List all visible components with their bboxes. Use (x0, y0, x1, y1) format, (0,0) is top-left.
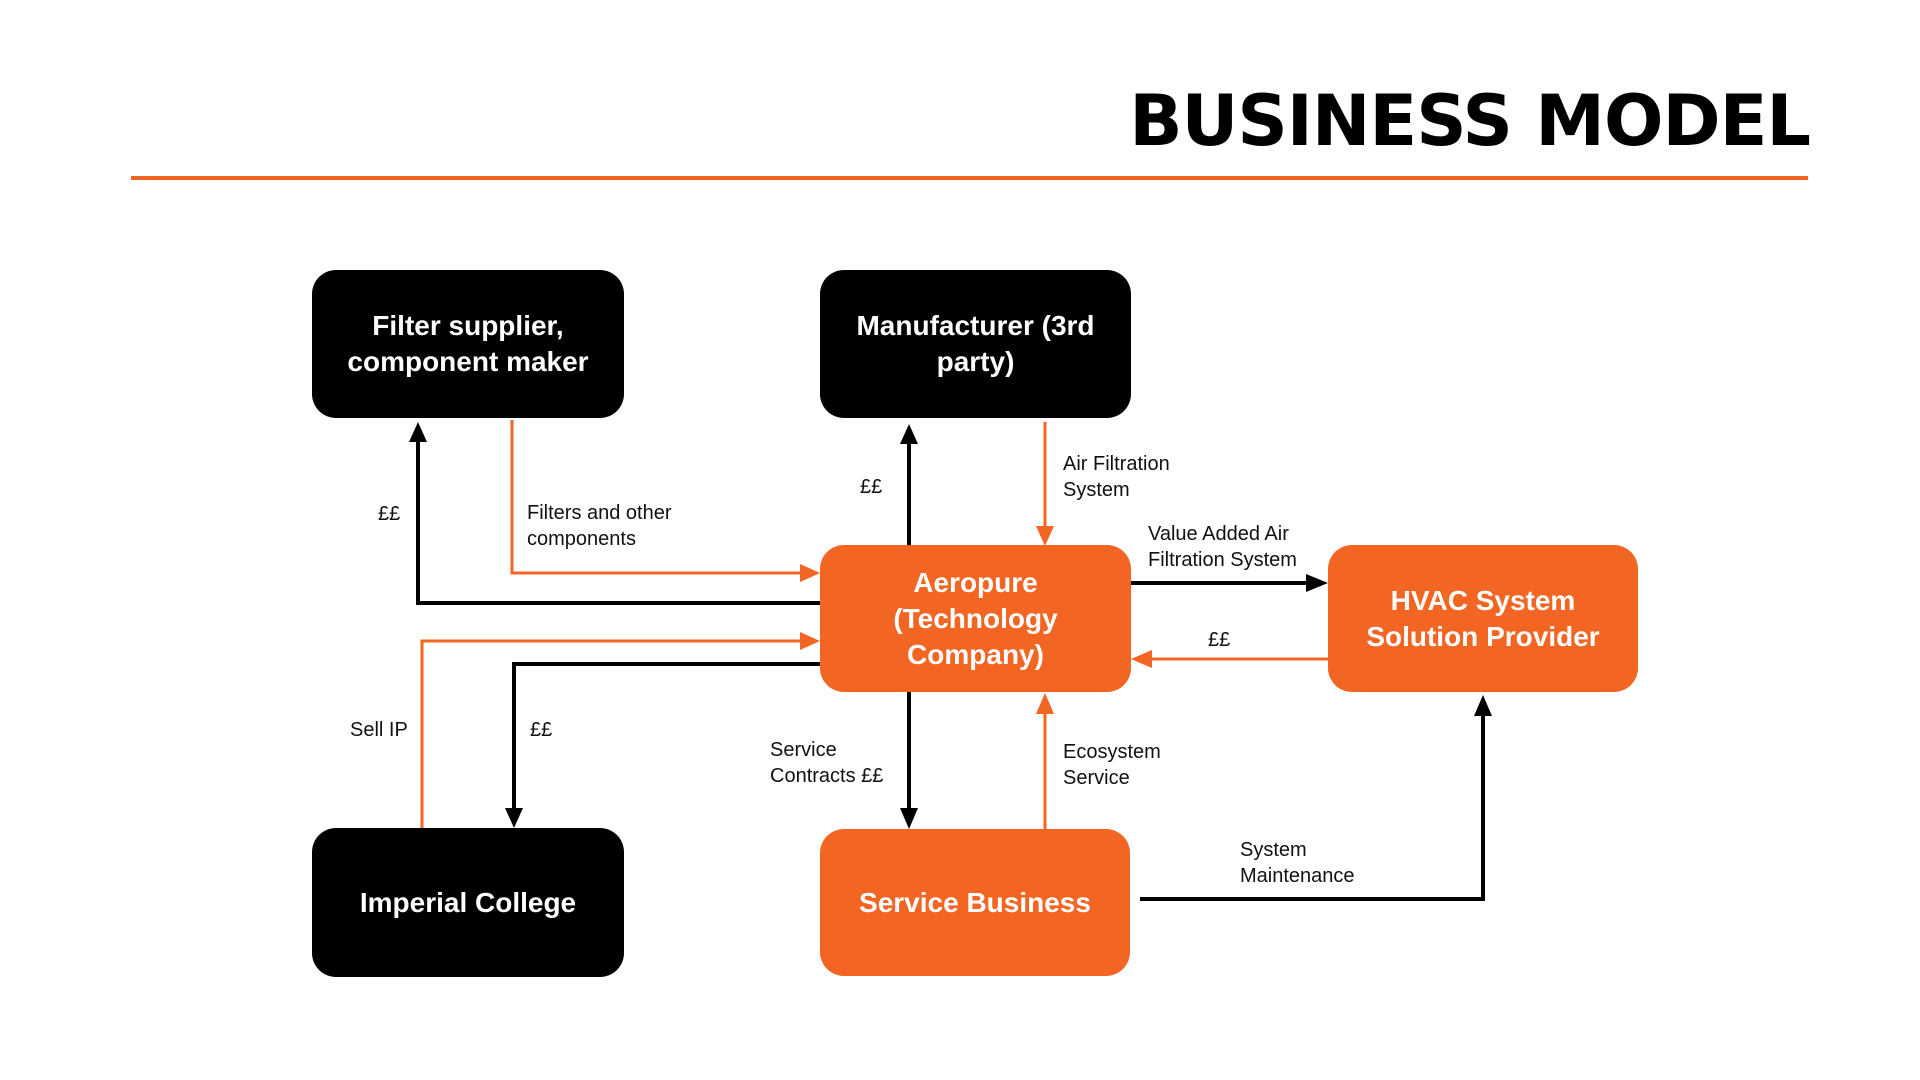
arrowhead-icon (800, 632, 820, 650)
flow-hvac-to-aeropure (1131, 650, 1328, 668)
flow-label-aeropure-to-manufacturer: ££ (860, 476, 883, 498)
flow-aeropure-to-imperial (505, 662, 820, 828)
arrowhead-icon (800, 564, 820, 582)
title-divider (131, 176, 1808, 180)
node-label: Manufacturer (3rd party) (856, 310, 1095, 377)
flow-label-aeropure-to-imperial: ££ (530, 719, 553, 741)
node-label: Aeropure (Technology Company) (893, 566, 1058, 670)
flow-filter-to-aeropure (510, 420, 820, 582)
flow-label-aeropure-to-service: Service Contracts ££ (770, 739, 884, 787)
flow-label-service-to-hvac: System Maintenance (1240, 839, 1355, 887)
arrowhead-icon (1474, 695, 1492, 716)
node-imperial-college: Imperial College (312, 828, 624, 977)
arrowhead-icon (1036, 526, 1054, 546)
flow-imperial-to-aeropure (420, 632, 820, 828)
flow-label-manufacturer-to-aeropure: Air Filtration System (1063, 453, 1170, 501)
flow-label-aeropure-to-filter: ££ (378, 503, 401, 525)
arrowhead-icon (1036, 693, 1054, 714)
arrowhead-icon (409, 422, 427, 442)
flow-aeropure-to-filter (409, 422, 820, 605)
arrowhead-icon (1131, 650, 1152, 668)
node-hvac: HVAC System Solution Provider (1328, 545, 1638, 692)
flow-label-service-to-aeropure: Ecosystem Service (1063, 741, 1161, 789)
flow-service-to-hvac (1140, 695, 1492, 901)
flow-label-aeropure-to-hvac: Value Added Air Filtration System (1148, 523, 1297, 571)
arrowhead-icon (900, 808, 918, 829)
arrowhead-icon (900, 424, 918, 444)
node-service-business: Service Business (820, 829, 1130, 976)
node-label: Service Business (859, 886, 1091, 918)
flow-aeropure-to-hvac (1130, 574, 1328, 592)
slide-title: BUSINESS MODEL (1129, 80, 1811, 162)
flow-label-filter-to-aeropure: Filters and other components (527, 502, 672, 550)
flow-label-hvac-to-aeropure: ££ (1208, 629, 1231, 651)
node-label: Imperial College (359, 886, 577, 918)
node-label: HVAC System Solution Provider (1366, 584, 1600, 652)
node-filter-supplier: Filter supplier, component maker (312, 270, 624, 418)
node-aeropure: Aeropure (Technology Company) (820, 545, 1131, 692)
node-label: Filter supplier, component maker (347, 310, 589, 377)
arrowhead-icon (1306, 574, 1328, 592)
flow-manufacturer-to-aeropure (1036, 422, 1054, 546)
flow-aeropure-to-service (900, 692, 918, 829)
arrowhead-icon (505, 808, 523, 828)
node-manufacturer: Manufacturer (3rd party) (820, 270, 1131, 418)
flow-aeropure-to-manufacturer (900, 424, 918, 545)
flow-service-to-aeropure (1036, 693, 1054, 829)
flow-label-imperial-to-aeropure: Sell IP (350, 719, 408, 741)
